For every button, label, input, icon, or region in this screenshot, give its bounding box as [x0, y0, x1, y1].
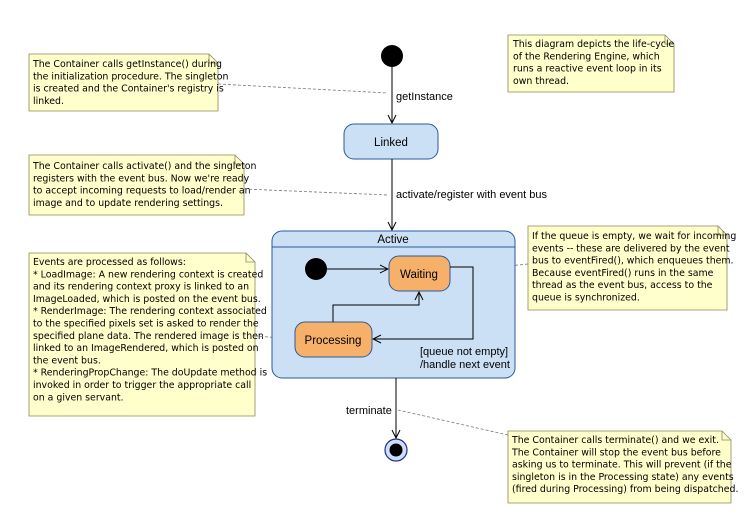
state-linked: Linked: [343, 123, 439, 160]
note-line: queue is synchronized.: [532, 293, 640, 304]
note-line: (fired during Processing) from being dis…: [512, 484, 738, 495]
note-line: own thread.: [513, 76, 569, 87]
state-active-label: Active: [377, 234, 408, 246]
label-activate: activate/register with event bus: [396, 189, 548, 201]
note-terminate: The Container calls terminate() and we e…: [507, 430, 738, 504]
note-line: If the queue is empty, we wait for incom…: [532, 231, 736, 242]
note-line: Because eventFired() runs in the same: [532, 268, 714, 279]
transition-waiting-to-processing: [373, 266, 474, 339]
label-get-instance: getInstance: [396, 91, 453, 103]
note-activate: The Container calls activate() and the s…: [28, 154, 257, 216]
note-line: on a given servant.: [33, 392, 124, 403]
state-waiting-label: Waiting: [400, 269, 438, 281]
note-line: image and to update rendering settings.: [33, 198, 223, 209]
note-line: events -- these are delivered by the eve…: [532, 243, 730, 254]
anchor-terminate: [397, 409, 509, 436]
note-line: to the specified pixels set is asked to …: [33, 319, 259, 330]
anchor-get-instance: [217, 83, 389, 94]
note-line: runs a reactive event loop in its: [513, 64, 662, 75]
label-handle-next-event: /handle next event: [420, 359, 510, 371]
note-line: Events are processed as follows:: [33, 257, 186, 268]
note-line: linked.: [33, 96, 64, 107]
state-processing: Processing: [294, 321, 373, 358]
note-line: The Container calls terminate() and we e…: [511, 435, 719, 446]
note-line: The Container will stop the event bus be…: [511, 447, 721, 458]
note-line: the event bus.: [33, 355, 101, 366]
note-line: singleton is in the Processing state) an…: [512, 472, 734, 483]
final-state: [384, 438, 408, 462]
note-line: * LoadImage: A new rendering context is …: [33, 269, 263, 280]
note-queue: If the queue is empty, we wait for incom…: [527, 225, 736, 311]
note-queue-lines: If the queue is empty, we wait for incom…: [532, 231, 736, 304]
label-terminate: terminate: [346, 405, 392, 417]
note-line: * RenderingPropChange: The doUpdate meth…: [33, 368, 267, 379]
transition-processing-to-waiting: [332, 292, 419, 322]
note-line: of the Rendering Engine, which: [513, 51, 660, 62]
anchor-activate: [243, 188, 389, 196]
note-line: ImageLoaded, which is posted on the even…: [33, 294, 261, 305]
note-line: linked to an ImageRendered, which is pos…: [33, 343, 259, 354]
state-linked-label: Linked: [374, 137, 408, 149]
note-line: This diagram depicts the life-cycle: [512, 39, 675, 50]
note-events: Events are processed as follows:* LoadIm…: [28, 252, 267, 417]
initial-state: [381, 45, 403, 67]
state-processing-label: Processing: [305, 335, 362, 347]
note-line: specified plane data. The rendered image…: [33, 331, 264, 342]
note-line: thread as the event bus, access to the: [532, 280, 713, 291]
note-get-instance-lines: The Container calls getInstance() during…: [32, 59, 228, 107]
note-activate-lines: The Container calls activate() and the s…: [32, 161, 257, 209]
note-terminate-lines: The Container calls terminate() and we e…: [511, 435, 738, 495]
note-line: The Container calls activate() and the s…: [32, 161, 257, 172]
inner-initial-state: [305, 258, 327, 280]
note-line: invoked in order to trigger the appropri…: [33, 380, 251, 391]
note-line: and its rendering context proxy is linke…: [33, 282, 249, 293]
note-line: the initialization procedure. The single…: [33, 71, 228, 82]
note-line: The Container calls getInstance() during: [32, 59, 222, 70]
label-queue-not-empty: [queue not empty]: [420, 346, 508, 358]
note-line: * RenderImage: The rendering context ass…: [33, 306, 267, 317]
note-line: to accept incoming requests to load/rend…: [33, 186, 251, 197]
note-line: bus to eventFired(), which enqueues them…: [532, 256, 734, 267]
state-waiting: Waiting: [388, 255, 451, 292]
note-line: registers with the event bus. Now we're …: [33, 173, 250, 184]
note-get-instance: The Container calls getInstance() during…: [28, 53, 228, 112]
note-events-lines: Events are processed as follows:* LoadIm…: [33, 257, 267, 403]
note-line: is created and the Container's registry …: [33, 84, 224, 95]
note-line: asking us to terminate. This will preven…: [512, 460, 732, 471]
